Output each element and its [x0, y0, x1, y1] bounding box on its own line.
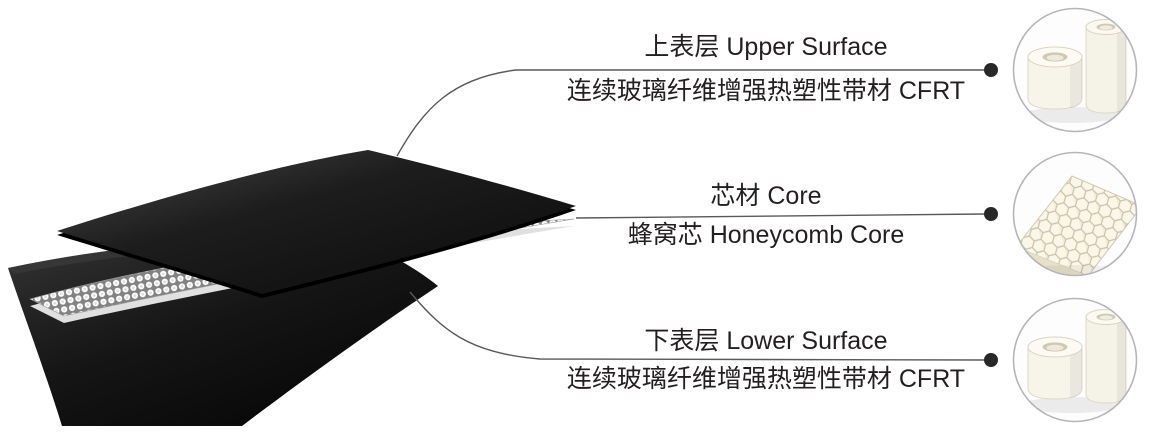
photo-ring-upper	[1012, 7, 1138, 133]
leader-line-core	[575, 213, 985, 219]
callout-dot-lower	[984, 353, 998, 367]
honeycomb-core-photo	[1014, 153, 1136, 275]
callout-title-lower-surface: 下表层 Lower Surface	[644, 327, 888, 355]
leader-line-lower-surface	[409, 291, 985, 361]
callout-subtitle-upper-surface: 连续玻璃纤维增强热塑性带材 CFRT	[566, 77, 966, 105]
callout-subtitle-core: 蜂窝芯 Honeycomb Core	[627, 221, 905, 249]
callout-title-core: 芯材 Core	[710, 182, 822, 210]
callout-dot-core	[984, 207, 998, 221]
upper-skin-sheet	[57, 150, 576, 294]
callout-subtitle-lower-surface: 连续玻璃纤维增强热塑性带材 CFRT	[566, 365, 966, 393]
callout-title-upper-surface: 上表层 Upper Surface	[644, 33, 888, 61]
leader-line-upper-surface	[396, 69, 984, 157]
exploded-panel-illustration	[8, 150, 576, 426]
photo-ring-core	[1012, 151, 1138, 277]
photo-ring-lower	[1012, 297, 1138, 423]
callout-dot-upper	[984, 63, 998, 77]
